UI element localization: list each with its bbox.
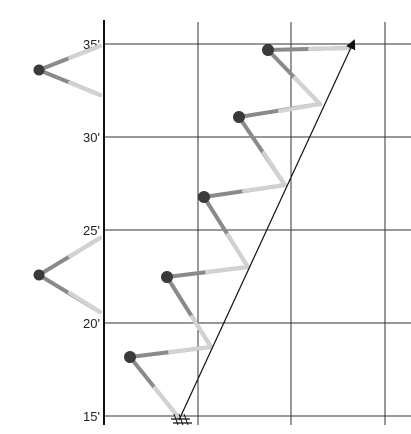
- zigzag-joint-2: [161, 271, 173, 283]
- zigzag-joint-1: [124, 351, 136, 363]
- zigzag-path: [124, 44, 348, 418]
- tick-label-20: 20': [83, 316, 100, 331]
- zigzag-joint-5: [262, 44, 274, 56]
- reference-glyph-upper: [34, 46, 101, 95]
- zigzag-joint-4: [233, 111, 245, 123]
- grid: [104, 22, 411, 425]
- reference-glyph-lower: [34, 238, 101, 312]
- zigzag-joint-3: [198, 191, 210, 203]
- tick-label-25: 25': [83, 223, 100, 238]
- reference-joint-lower: [34, 270, 45, 281]
- tick-label-30: 30': [83, 130, 100, 145]
- tick-label-15: 15': [83, 409, 100, 424]
- reference-joint-upper: [34, 65, 45, 76]
